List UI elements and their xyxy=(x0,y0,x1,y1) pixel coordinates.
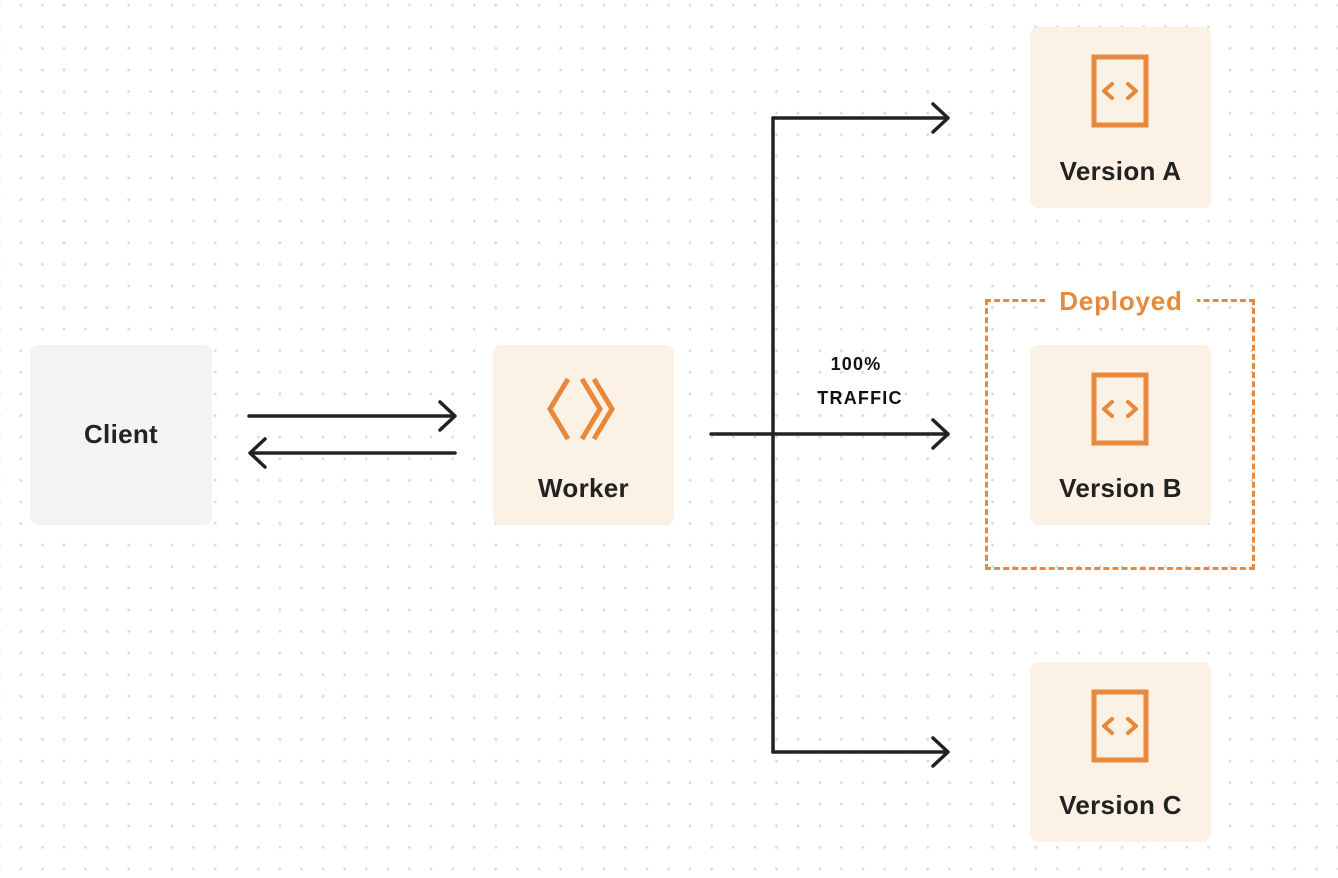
version-a-label: Version A xyxy=(1059,156,1182,186)
client-node[interactable]: Client xyxy=(30,345,212,525)
code-file-icon xyxy=(1091,689,1148,763)
traffic-label: TRAFFIC xyxy=(817,388,903,408)
version-a-node[interactable]: Version A xyxy=(1030,27,1211,208)
chevrons-icon xyxy=(546,377,615,441)
deployed-label: Deployed xyxy=(1045,284,1197,318)
route-c-arrowhead xyxy=(931,736,950,768)
code-file-icon xyxy=(1091,372,1148,446)
client-label: Client xyxy=(83,419,159,449)
route-b-arrowhead xyxy=(931,418,950,450)
route-a-arrowhead xyxy=(931,102,950,134)
response-arrow-head xyxy=(248,437,267,469)
deployed-group xyxy=(985,299,1255,570)
worker-label: Worker xyxy=(538,473,629,503)
code-file-icon xyxy=(1091,54,1148,128)
traffic-percent: 100% xyxy=(830,354,882,374)
version-c-node[interactable]: Version C xyxy=(1030,662,1211,842)
version-b-node[interactable]: Version B xyxy=(1030,345,1211,525)
version-b-label: Version B xyxy=(1059,473,1182,503)
request-arrow-head xyxy=(438,400,457,432)
version-c-label: Version C xyxy=(1059,790,1182,820)
worker-node[interactable]: Worker xyxy=(493,345,674,525)
